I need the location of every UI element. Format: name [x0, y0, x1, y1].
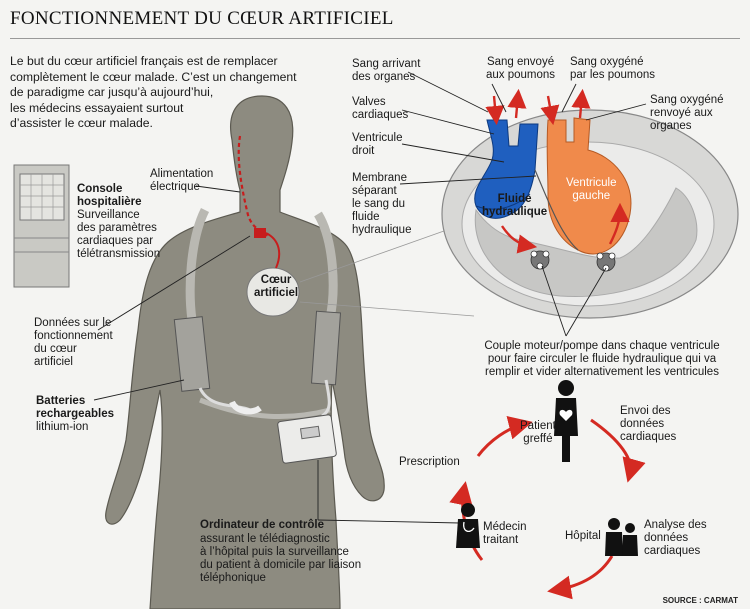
battery-right-icon — [310, 310, 342, 386]
doctor-icon — [456, 503, 480, 548]
hospital-label: Hôpital — [565, 530, 601, 542]
patient-icon — [554, 380, 578, 462]
battery-description: lithium-ion — [36, 421, 89, 433]
prescription-label: Prescription — [399, 456, 460, 468]
artificial-heart-icon — [246, 267, 300, 317]
battery-left-icon — [173, 316, 211, 392]
control-computer-icon — [277, 414, 337, 464]
motor-pump-label: Couple moteur/pompe dans chaque ventricu… — [484, 340, 720, 378]
connector-icon — [254, 228, 266, 238]
source-credit: SOURCE : CARMAT — [662, 596, 738, 605]
page-title: Fonctionnement du cœur artificiel — [10, 8, 394, 29]
controller-title: Ordinateur de contrôle — [200, 519, 324, 531]
human-body-silhouette — [105, 95, 385, 609]
intro-text: Le but du cœur artificiel français est d… — [10, 54, 297, 130]
hospital-console-icon — [13, 164, 70, 288]
heart-cross-section — [441, 88, 739, 319]
title-divider — [10, 38, 740, 39]
hospital-staff-icon — [605, 518, 638, 556]
